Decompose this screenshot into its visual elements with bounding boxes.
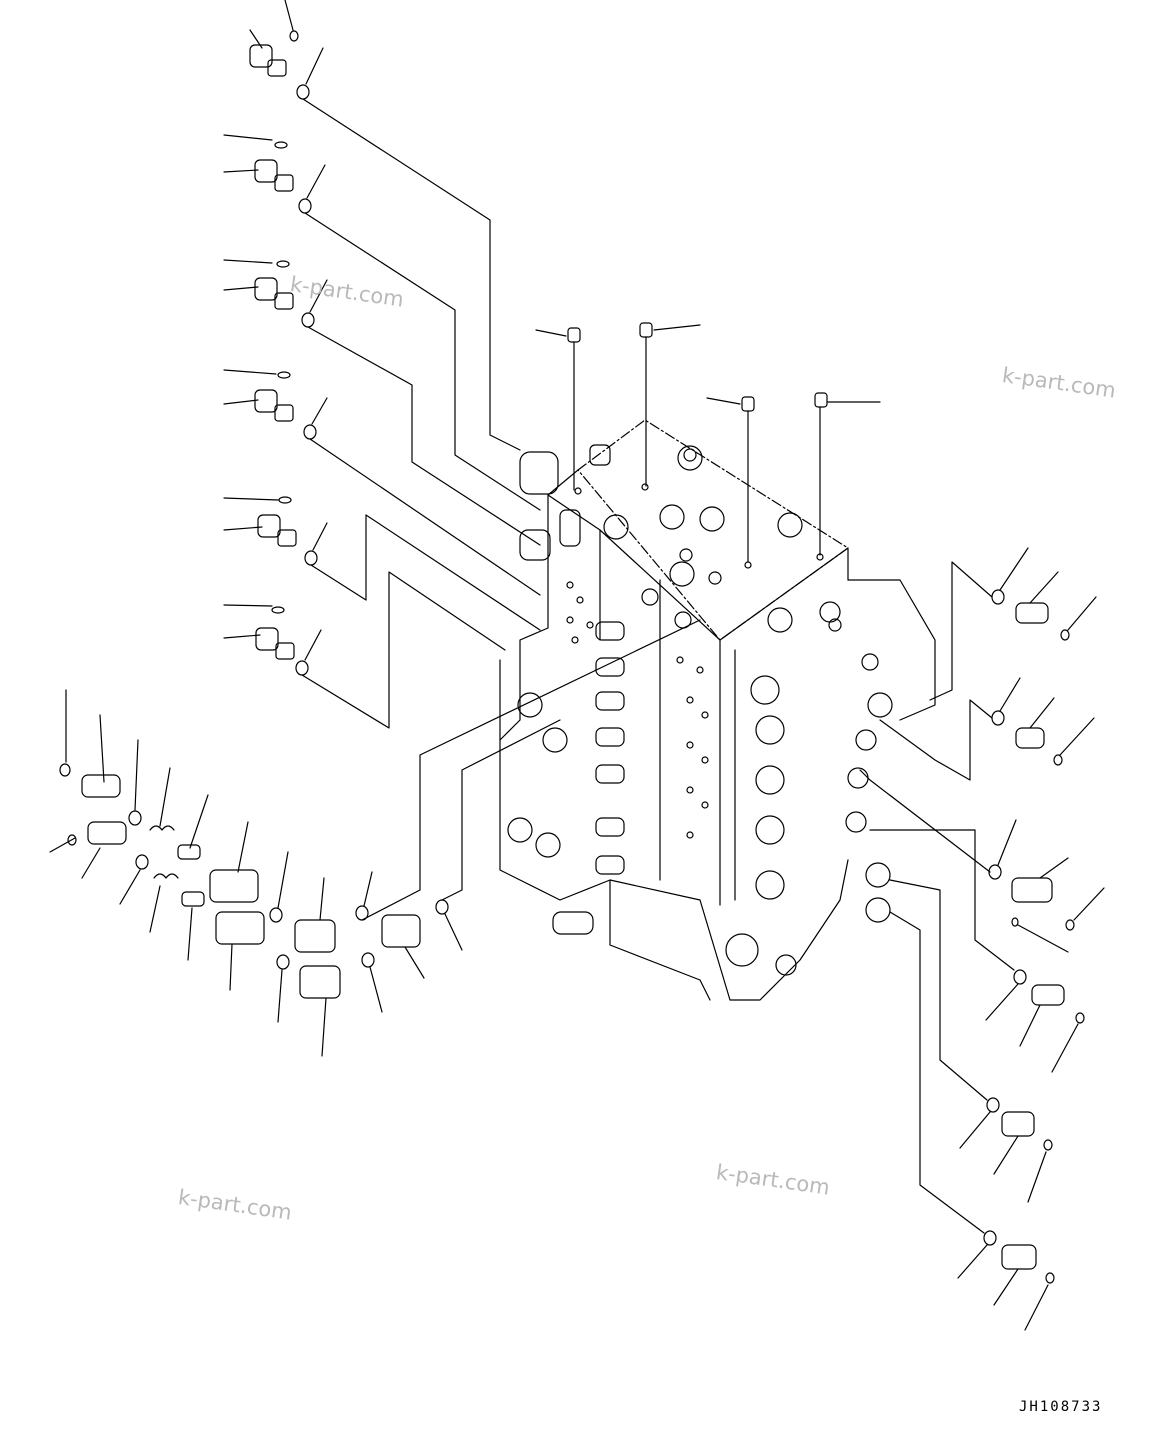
- front-spools: [552, 621, 797, 976]
- body-left-elbows: [519, 444, 611, 561]
- left-face-ports: [507, 581, 709, 858]
- body-top-caps: [574, 445, 824, 587]
- right-face-spools: [750, 601, 893, 923]
- top-plug-callouts: [535, 322, 881, 563]
- right-side-fittings: [859, 547, 1105, 1331]
- figure-id: JH108733: [1019, 1399, 1103, 1415]
- left-elbow-fittings: [223, 0, 541, 729]
- lower-left-fittings: [49, 619, 701, 1057]
